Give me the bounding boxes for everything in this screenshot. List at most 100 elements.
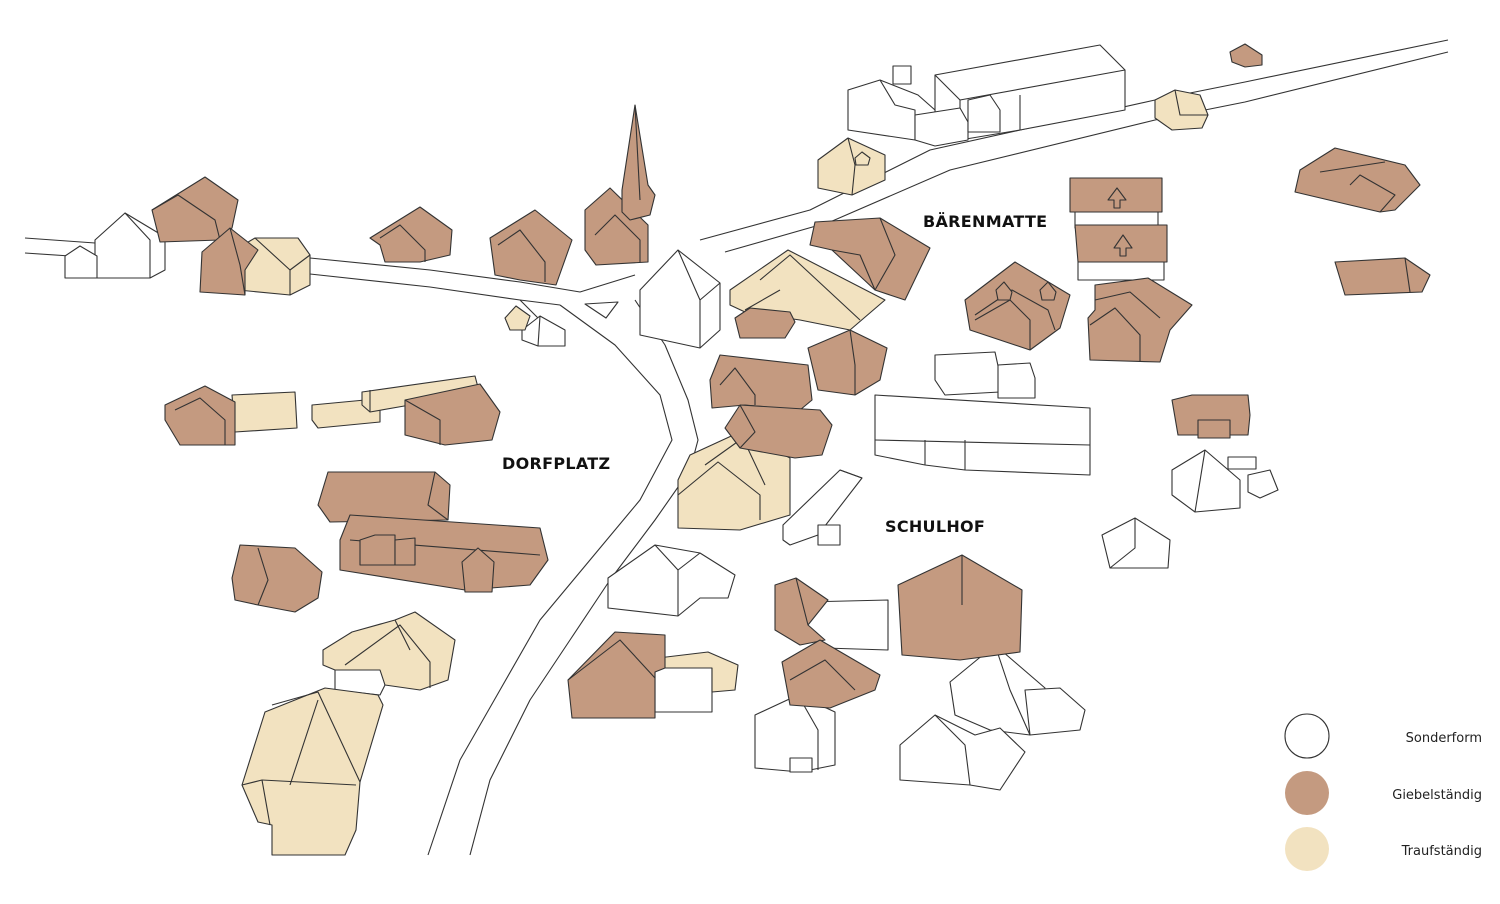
- road-south-west-edge: [427, 304, 673, 856]
- building-edge: [1077, 262, 1165, 281]
- building: [1334, 257, 1431, 296]
- road-main-north: [309, 257, 636, 293]
- building-edge: [344, 624, 431, 688]
- building: [1294, 147, 1421, 213]
- building: [809, 217, 931, 301]
- building-edge: [1089, 307, 1141, 362]
- building: [231, 544, 323, 613]
- building: [807, 329, 888, 396]
- building: [964, 261, 1071, 351]
- legend: Sonderform Giebelständig Traufständig: [1284, 713, 1482, 871]
- building-edge: [1349, 174, 1396, 213]
- building: [934, 351, 1001, 396]
- silo: [892, 65, 912, 85]
- building: [241, 687, 384, 856]
- building: [504, 305, 531, 331]
- building-edge: [497, 229, 546, 282]
- legend-swatch-sonderform: [1284, 713, 1330, 759]
- building-edge: [699, 282, 721, 301]
- building: [489, 209, 573, 286]
- building: [1087, 277, 1193, 363]
- building-edge: [1174, 89, 1208, 116]
- traffic-island: [584, 301, 619, 319]
- building-edge: [394, 619, 411, 651]
- building-edge: [1109, 518, 1136, 569]
- building: [394, 537, 416, 566]
- building: [461, 547, 495, 593]
- tank: [817, 524, 841, 546]
- building-edge: [789, 659, 856, 691]
- building-edge: [994, 644, 1031, 736]
- road-main-south: [309, 273, 561, 306]
- building: [339, 514, 549, 591]
- building-edge: [719, 367, 756, 405]
- building-edge: [795, 577, 809, 626]
- building-edge: [427, 471, 449, 521]
- building: [709, 354, 813, 411]
- road-west-bottom: [24, 252, 71, 257]
- place-label-schulhof: SCHULHOF: [885, 517, 985, 536]
- building-edge: [739, 404, 756, 449]
- building: [1101, 517, 1171, 569]
- building-edge: [261, 779, 357, 786]
- building-edge: [677, 552, 701, 571]
- building: [1024, 687, 1086, 736]
- building: [789, 757, 813, 773]
- gable-mark: [1107, 187, 1127, 209]
- road-northeast-bottom: [724, 51, 1449, 253]
- building-edge: [379, 224, 426, 262]
- building: [967, 94, 1001, 133]
- gable-mark: [1113, 234, 1133, 257]
- building: [322, 611, 456, 691]
- legend-swatch-traufstaendig: [1285, 827, 1329, 871]
- building-edge: [874, 217, 896, 291]
- giebelstaendig-buildings: [151, 43, 1431, 719]
- building-edge: [744, 289, 781, 311]
- building-edge: [289, 699, 319, 786]
- building: [359, 534, 396, 566]
- building-edge: [677, 461, 761, 520]
- building-edge: [1194, 449, 1206, 513]
- building: [317, 471, 451, 523]
- building-edge: [404, 399, 441, 445]
- building-edge: [594, 214, 641, 262]
- building-edge: [124, 212, 151, 278]
- building: [164, 385, 236, 446]
- building-edge: [229, 227, 246, 296]
- building-edge: [289, 254, 311, 271]
- place-label-baerenmatte: BÄRENMATTE: [923, 212, 1047, 231]
- building: [607, 544, 736, 617]
- building: [657, 651, 739, 693]
- building: [639, 249, 721, 349]
- building: [1247, 469, 1279, 499]
- place-labels: DORFPLATZ BÄRENMATTE SCHULHOF: [502, 212, 1047, 536]
- building: [897, 554, 1023, 661]
- building: [1229, 43, 1263, 68]
- dormer: [1039, 281, 1057, 301]
- building: [817, 137, 886, 196]
- building: [1227, 456, 1257, 470]
- place-label-dorfplatz: DORFPLATZ: [502, 454, 610, 473]
- building: [231, 391, 298, 433]
- building-edge: [797, 694, 819, 770]
- building-edge: [257, 547, 269, 606]
- building-edge: [874, 439, 1091, 446]
- building: [404, 383, 501, 446]
- building: [914, 107, 969, 147]
- sonderform-buildings: [64, 44, 1279, 791]
- dormer: [854, 151, 871, 166]
- building-edge: [271, 691, 361, 783]
- building-edge: [839, 469, 863, 479]
- building-edge: [849, 329, 856, 395]
- building-edge: [831, 249, 876, 291]
- building-edge: [634, 104, 641, 201]
- building: [734, 307, 796, 339]
- building-edge: [174, 397, 226, 445]
- building-edge: [1319, 161, 1386, 173]
- building: [567, 631, 666, 719]
- building-edge: [151, 194, 221, 241]
- building: [874, 394, 1091, 476]
- building: [94, 212, 166, 279]
- building: [654, 664, 713, 713]
